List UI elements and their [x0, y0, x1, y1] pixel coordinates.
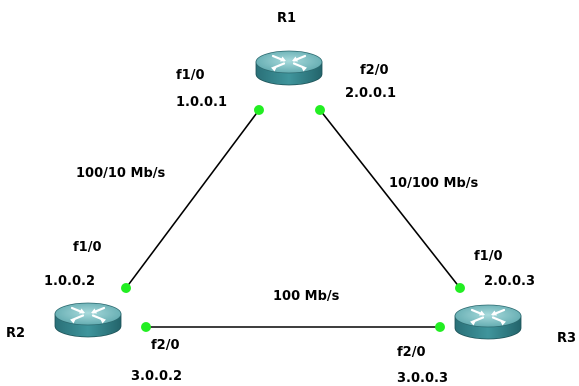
port-status-r3-f2-0 — [435, 322, 445, 332]
r3-f2-0-name: f2/0 — [397, 345, 426, 360]
r2-f2-0-ip: 3.0.0.2 — [131, 369, 182, 384]
r1-f2-0-ip: 2.0.0.1 — [345, 86, 396, 101]
router-r1[interactable] — [254, 49, 324, 87]
r1-f1-0-name: f1/0 — [176, 68, 205, 83]
r2-f1-0-ip: 1.0.0.2 — [44, 274, 95, 289]
r1-f1-0-ip: 1.0.0.1 — [176, 95, 227, 110]
router-r3-label: R3 — [557, 331, 576, 346]
port-status-r2-f2-0 — [141, 322, 151, 332]
port-status-r3-f1-0 — [455, 283, 465, 293]
link-r1-r3-speed: 10/100 Mb/s — [389, 176, 478, 191]
link-r2-r3-speed: 100 Mb/s — [273, 289, 340, 304]
port-status-r2-f1-0 — [121, 283, 131, 293]
router-r3[interactable] — [453, 303, 523, 341]
link-r1-r2 — [125, 109, 260, 289]
link-r1-r2-speed: 100/10 Mb/s — [76, 166, 165, 181]
router-r2[interactable] — [53, 301, 123, 339]
r2-f1-0-name: f1/0 — [73, 240, 102, 255]
router-r1-label: R1 — [277, 11, 296, 26]
link-r1-r3 — [319, 109, 461, 289]
r2-f2-0-name: f2/0 — [151, 338, 180, 353]
r1-f2-0-name: f2/0 — [360, 63, 389, 78]
r3-f1-0-ip: 2.0.0.3 — [484, 274, 535, 289]
r3-f2-0-ip: 3.0.0.3 — [397, 371, 448, 386]
port-status-r1-f2-0 — [315, 105, 325, 115]
router-r2-label: R2 — [6, 326, 25, 341]
r3-f1-0-name: f1/0 — [474, 249, 503, 264]
port-status-r1-f1-0 — [254, 105, 264, 115]
